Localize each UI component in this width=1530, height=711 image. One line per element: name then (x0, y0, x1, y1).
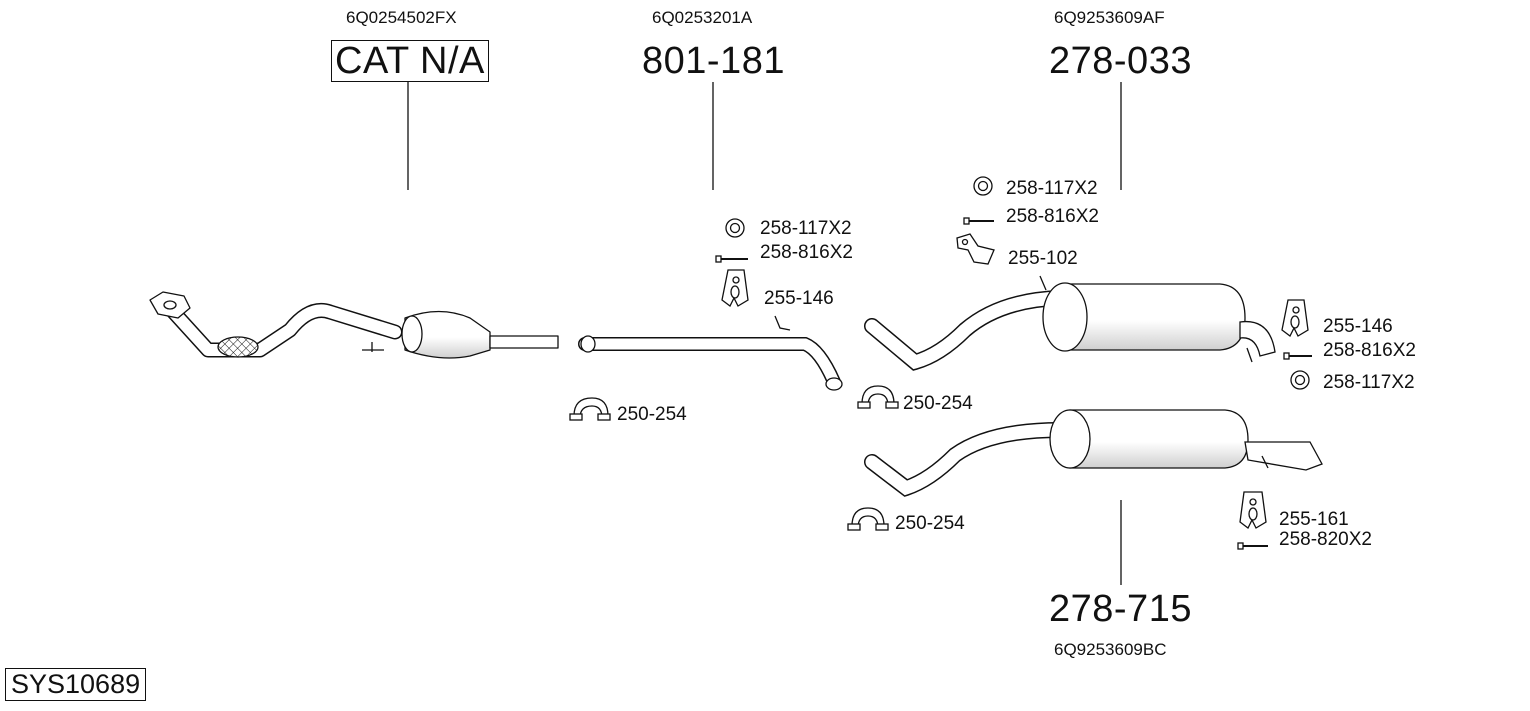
center-inlet-tube (865, 291, 1067, 370)
intermediate-tube-outline (578, 337, 841, 389)
bolt-icon (1237, 542, 1268, 550)
fitting-label: 258-816X2 (1323, 340, 1416, 361)
bolt-icon (1283, 352, 1312, 360)
gasket-icon (1290, 370, 1310, 390)
center-outlet-tube (1239, 320, 1276, 357)
part-number: 278-033 (1049, 40, 1192, 82)
gasket-icon (725, 218, 745, 238)
fitting-label: 255-161 (1279, 509, 1349, 530)
fitting-label: 255-102 (1008, 248, 1078, 269)
fitting-label: 258-117X2 (760, 218, 852, 239)
clamp-icon (847, 507, 889, 531)
fitting-label: 250-254 (895, 513, 965, 534)
rear-muffler-body (1069, 409, 1249, 469)
fitting-label: 258-820X2 (1279, 529, 1372, 550)
fitting-label: 255-146 (1323, 316, 1393, 337)
fitting-icons (569, 176, 1312, 550)
system-id-label: SYS10689 (5, 668, 147, 701)
front-pipe-catalyst (149, 291, 559, 359)
fitting-label: 255-146 (764, 288, 834, 309)
fitting-label: 258-816X2 (760, 242, 853, 263)
flexible-section (217, 336, 259, 358)
oem-number: 6Q0253201A (652, 8, 753, 27)
catalyst-inlet (401, 315, 423, 353)
center-muffler-body (1064, 283, 1246, 351)
rear-muffler-end (1049, 409, 1091, 469)
clamp-icon (857, 385, 899, 409)
fitting-label: 250-254 (903, 393, 973, 414)
gasket-icon (973, 176, 993, 196)
catalyst-outlet-tube (489, 335, 559, 349)
leader-lines (407, 82, 1122, 585)
rubber-mount-icon (1239, 491, 1267, 529)
bolt-icon (963, 217, 994, 225)
part-number: 278-715 (1049, 588, 1192, 630)
center-muffler (864, 275, 1276, 371)
catalyst-body (404, 310, 491, 359)
center-muffler-end (1042, 282, 1088, 352)
rear-muffler (864, 409, 1323, 497)
oem-number: 6Q0254502FX (346, 8, 457, 27)
fitting-label: 258-816X2 (1006, 206, 1099, 227)
bolt-icon (715, 255, 748, 263)
bracket-icon (956, 233, 995, 265)
flange-hole (163, 300, 177, 310)
rubber-mount-icon (721, 269, 749, 307)
rubber-mount-icon (1281, 299, 1309, 337)
rear-inlet-tube (865, 423, 1067, 496)
front-pipe-tube (162, 300, 401, 356)
oem-number: 6Q9253609AF (1054, 8, 1165, 27)
fitting-label: 258-117X2 (1323, 372, 1415, 393)
part-number: 801-181 (642, 40, 785, 82)
part-number-cat: CAT N/A (331, 40, 489, 82)
intermediate-pipe (578, 315, 843, 391)
intermediate-tube (579, 338, 840, 388)
rear-tailpipe (1244, 441, 1323, 471)
oem-number: 6Q9253609BC (1054, 640, 1167, 659)
fitting-label: 250-254 (617, 404, 687, 425)
clamp-icon (569, 397, 611, 421)
fitting-label: 258-117X2 (1006, 178, 1098, 199)
